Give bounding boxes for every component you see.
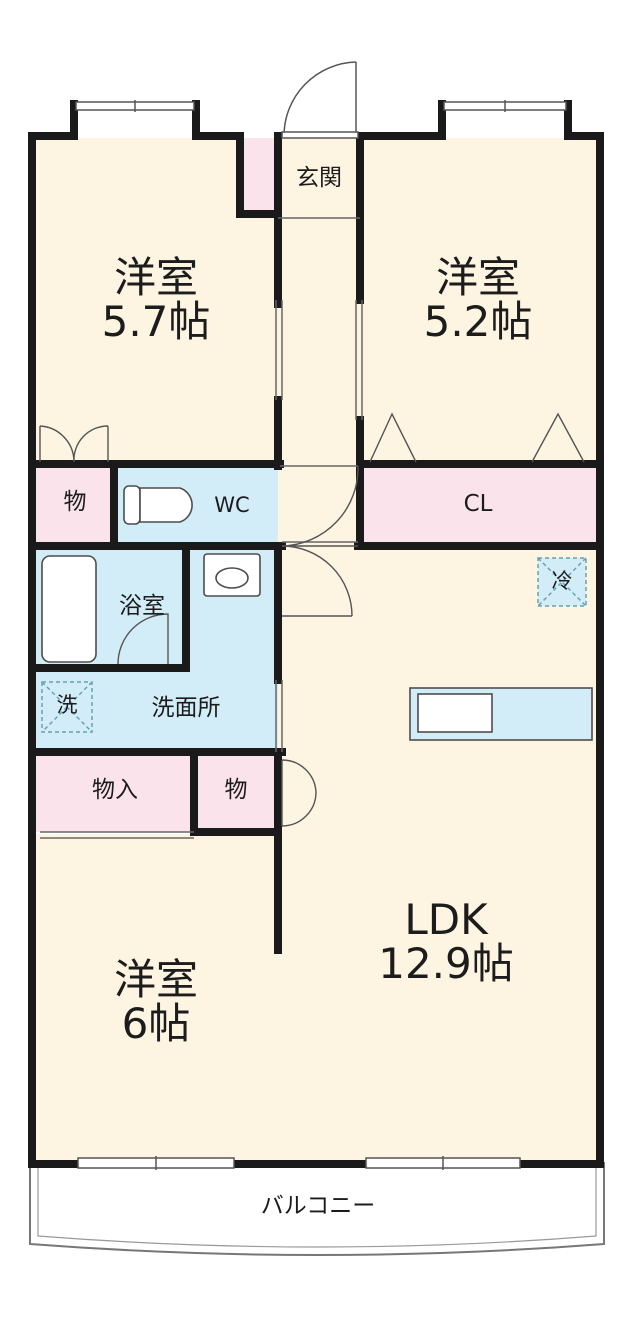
storage-middle-label: 物	[224, 777, 248, 803]
room-western-nw-size: 5.7帖	[101, 297, 211, 347]
entrance-label: 玄関	[296, 165, 342, 191]
outer-wall-top-right	[356, 100, 446, 140]
entrance-shoe-box	[238, 138, 278, 214]
closet-fill	[360, 466, 596, 542]
storage-middle-fill	[194, 752, 278, 832]
storage-fills	[36, 138, 596, 832]
toilet-icon	[123, 485, 193, 525]
washing-machine-space-icon	[41, 681, 93, 733]
kitchen-counter-icon	[409, 687, 593, 741]
room-western-ne-name: 洋室	[435, 253, 520, 302]
storage-room-fill	[36, 752, 194, 832]
toilet-label: WC	[214, 493, 250, 517]
windows	[75, 100, 567, 1170]
room-western-sw-label: 洋室 6帖	[86, 955, 226, 1049]
washer-label: 洗	[56, 693, 78, 717]
fridge-label: 冷	[551, 569, 573, 593]
ldk-floor	[278, 546, 596, 1162]
storage-upper-fill	[36, 466, 114, 542]
outer-wall-top-left	[28, 100, 78, 140]
washroom-label: 洗面所	[151, 695, 221, 721]
storage-upper-label: 物	[63, 489, 87, 515]
entrance-door	[281, 61, 359, 139]
room-western-nw-label: 洋室 5.7帖	[86, 253, 226, 347]
room-western-ne-floor	[360, 138, 596, 466]
room-western-nw-name: 洋室	[113, 253, 198, 302]
thin-lines	[40, 217, 363, 839]
refrigerator-space-icon	[537, 557, 587, 607]
washbasin-icon	[203, 553, 261, 597]
room-western-sw-floor	[36, 834, 278, 1162]
ldk-size: 12.9帖	[378, 939, 514, 989]
closet-label: CL	[463, 491, 493, 517]
ldk-label: LDK 12.9帖	[356, 895, 536, 989]
ldk-name: LDK	[404, 895, 488, 944]
bath-label: 浴室	[119, 593, 165, 619]
bathtub-icon	[41, 555, 97, 663]
outer-wall-top-right-b	[564, 100, 604, 140]
balcony-label: バルコニー	[260, 1193, 376, 1219]
room-western-ne-size: 5.2帖	[423, 297, 533, 347]
outer-wall-top-left-b	[192, 100, 282, 218]
room-western-ne-label: 洋室 5.2帖	[408, 253, 548, 347]
room-western-sw-name: 洋室	[113, 955, 198, 1004]
room-western-sw-size: 6帖	[121, 999, 191, 1049]
door-swings	[39, 412, 585, 827]
floor-fills	[36, 138, 596, 1162]
balcony	[29, 1162, 605, 1256]
storage-room-label: 物入	[92, 777, 138, 803]
entrance-floor	[276, 138, 360, 218]
